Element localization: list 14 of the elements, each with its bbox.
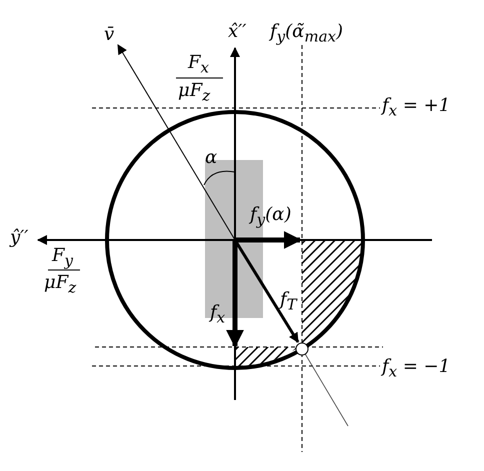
vector-label: f$_{T}$: [280, 290, 297, 315]
line-label: f$_{y}$(α̃$_{max}$): [270, 22, 344, 47]
axis-label: F$_{x}$: [188, 53, 209, 78]
angle-label: α: [205, 148, 218, 168]
axis-label: F$_{y}$: [52, 246, 73, 271]
axis-label: x̂′′: [228, 22, 246, 42]
vector-label: v̄: [104, 25, 114, 45]
vector-label: f$_{x}$: [210, 303, 226, 328]
vector-label: f$_{y}$(α): [250, 205, 292, 230]
axis-label: μF$_{z}$: [178, 81, 210, 106]
axis-label: μF$_{z}$: [44, 273, 76, 298]
axis-label: ŷ′′: [10, 228, 28, 248]
line-label: f$_{x}$ = −1: [382, 357, 450, 382]
line-label: f$_{x}$ = +1: [382, 96, 450, 121]
